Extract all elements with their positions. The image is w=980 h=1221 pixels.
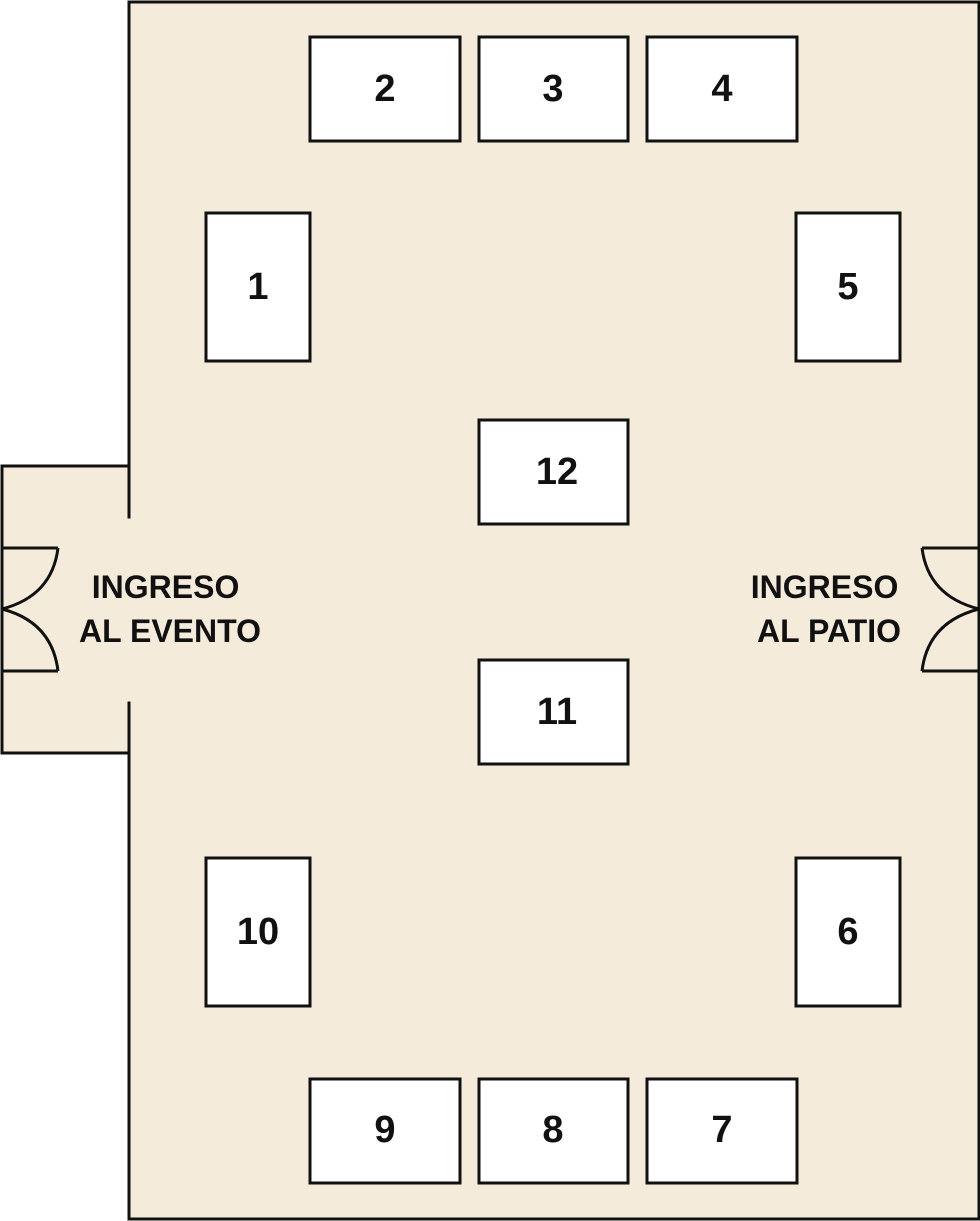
table-3-shape [477, 35, 630, 143]
table-5-number: 5 [837, 266, 858, 308]
event-entrance-label-line1: INGRESO [92, 569, 240, 605]
table-3[interactable]: 3 [477, 35, 630, 143]
event-entrance-door[interactable] [1, 546, 60, 673]
event-door-swing-top [1, 547, 60, 611]
table-6-shape [794, 856, 902, 1008]
table-8[interactable]: 8 [477, 1077, 630, 1185]
table-9[interactable]: 9 [308, 1077, 462, 1185]
table-5[interactable]: 5 [794, 211, 902, 363]
patio-entrance-door[interactable] [920, 546, 980, 673]
event-entrance-label: INGRESO AL EVENTO [79, 569, 261, 649]
patio-entrance-label-line1: INGRESO [751, 569, 899, 605]
event-entrance-label-line2: AL EVENTO [79, 613, 261, 649]
table-12-number: 12 [536, 451, 578, 493]
entry-vestibule-floor [2, 466, 130, 753]
table-9-shape [308, 1077, 462, 1185]
table-7-number: 7 [711, 1109, 732, 1151]
table-8-shape [477, 1077, 630, 1185]
table-4[interactable]: 4 [645, 35, 799, 143]
patio-entrance-label-line2: AL PATIO [757, 613, 901, 649]
main-room-floor [129, 2, 979, 1219]
table-8-number: 8 [542, 1109, 563, 1151]
table-6-number: 6 [837, 911, 858, 953]
table-11-number: 11 [537, 691, 577, 733]
table-12[interactable]: 12 [477, 418, 630, 526]
table-7-shape [645, 1077, 799, 1185]
table-11-shape [477, 658, 630, 766]
table-4-number: 4 [711, 68, 732, 110]
table-1-number: 1 [247, 266, 268, 308]
table-2-shape [308, 35, 462, 143]
patio-door-swing-bottom [920, 607, 980, 672]
table-2-number: 2 [374, 68, 395, 110]
table-5-shape [794, 211, 902, 363]
table-1-shape [204, 211, 312, 363]
patio-door-swing-top [920, 547, 980, 611]
table-11[interactable]: 11 [477, 658, 630, 766]
table-12-shape [477, 418, 630, 526]
event-door-swing-bottom [1, 607, 60, 672]
table-4-shape [645, 35, 799, 143]
table-1[interactable]: 1 [204, 211, 312, 363]
table-6[interactable]: 6 [794, 856, 902, 1008]
table-10-shape [204, 856, 312, 1008]
patio-entrance-label: INGRESO AL PATIO [751, 569, 907, 649]
table-10-number: 10 [237, 911, 279, 953]
table-10[interactable]: 10 [204, 856, 312, 1008]
table-3-number: 3 [542, 68, 563, 110]
table-2[interactable]: 2 [308, 35, 462, 143]
table-9-number: 9 [374, 1109, 395, 1151]
table-7[interactable]: 7 [645, 1077, 799, 1185]
